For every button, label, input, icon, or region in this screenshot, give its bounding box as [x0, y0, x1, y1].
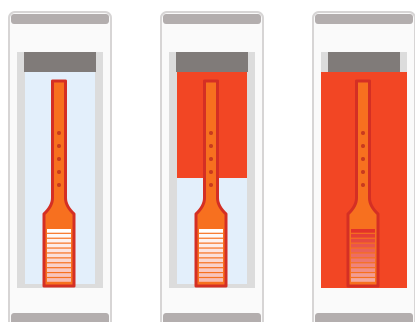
tube-dot [57, 131, 61, 135]
bulb-stripe [351, 273, 375, 277]
bulb-stripe [47, 234, 71, 238]
bulb-stripe [351, 244, 375, 248]
bulb-stripe [199, 268, 223, 272]
tube-dot [209, 144, 213, 148]
tube-dot [209, 170, 213, 174]
thermometer-panel-3 [313, 12, 415, 322]
bulb-stripe [47, 239, 71, 243]
tube-dot [57, 183, 61, 187]
bulb-stripe [199, 239, 223, 243]
bulb-stripe [199, 273, 223, 277]
bulb-stripe [351, 249, 375, 253]
bulb-stripe [47, 258, 71, 262]
bulb-stripe [199, 258, 223, 262]
tube-dot [361, 144, 365, 148]
chamber-top-block [328, 52, 400, 72]
bulb-stripe [199, 229, 223, 233]
bulb-stripe [47, 273, 71, 277]
bulb-stripe [351, 278, 375, 282]
bulb-stripe [199, 249, 223, 253]
bulb-stripe [351, 263, 375, 267]
chamber-top-block [176, 52, 248, 72]
bulb-stripe [47, 229, 71, 233]
bulb-stripe [351, 234, 375, 238]
panel-top-cap [163, 14, 261, 24]
tube-dot [361, 131, 365, 135]
tube-dot [57, 170, 61, 174]
bulb-stripe [199, 278, 223, 282]
bulb-stripe [351, 229, 375, 233]
tube-dot [57, 144, 61, 148]
bulb-stripe [351, 239, 375, 243]
panel-bottom-cap [11, 313, 109, 322]
chamber-top-block [24, 52, 96, 72]
bulb-stripe [351, 258, 375, 262]
bulb-stripe [351, 254, 375, 258]
bulb-stripe [47, 268, 71, 272]
tube-dot [361, 157, 365, 161]
panel-top-cap [315, 14, 413, 24]
bulb-stripe [47, 244, 71, 248]
bulb-stripe [199, 263, 223, 267]
bulb-stripe [199, 244, 223, 248]
tube-dot [209, 157, 213, 161]
bulb-stripe [47, 249, 71, 253]
tube-dot [209, 131, 213, 135]
tube-dot [361, 170, 365, 174]
bulb-stripe [47, 278, 71, 282]
bulb-stripe [199, 234, 223, 238]
bulb-stripe [199, 254, 223, 258]
bulb-stripe [47, 263, 71, 267]
panel-bottom-cap [163, 313, 261, 322]
thermometer-panel-1 [9, 12, 111, 322]
thermometer-panel-2 [161, 12, 263, 322]
panel-top-cap [11, 14, 109, 24]
tube-dot [209, 183, 213, 187]
bulb-stripe [351, 268, 375, 272]
panel-bottom-cap [315, 313, 413, 322]
tube-dot [361, 183, 365, 187]
tube-dot [57, 157, 61, 161]
bulb-stripe [47, 254, 71, 258]
